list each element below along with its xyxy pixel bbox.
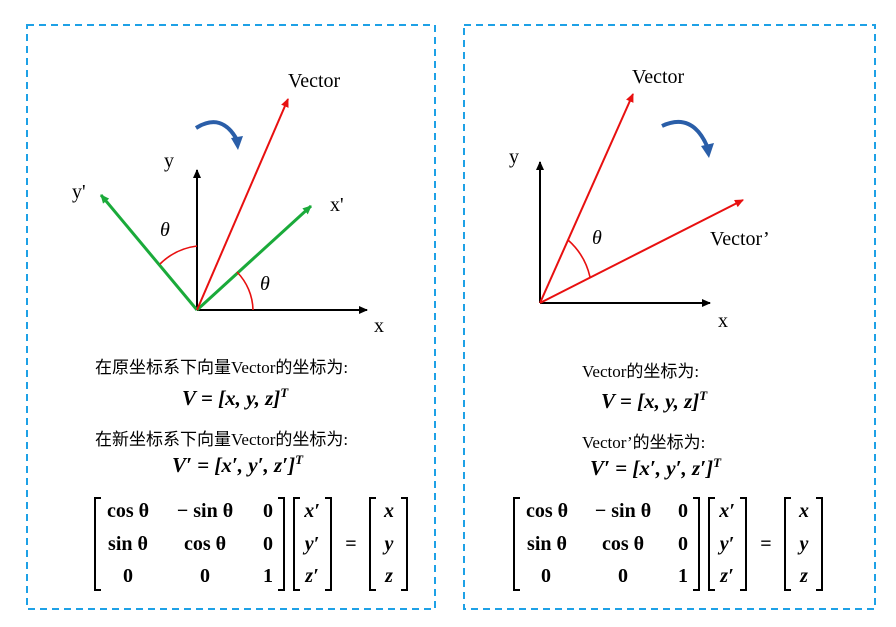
left-eq-original-sup: T (280, 385, 289, 400)
right-matrix-r1c1: cos θ (525, 500, 569, 522)
right-vector-prime-label: Vector’ (710, 228, 770, 250)
left-panel-border (26, 24, 436, 610)
right-vec-out-3: z (800, 565, 808, 587)
left-vector-arrow (196, 98, 289, 311)
left-matrix-r1c3: 0 (263, 500, 273, 522)
right-vec-out-1: x (799, 500, 809, 522)
left-eq-new-text: V′ = [x′, y′, z′] (172, 453, 296, 477)
left-eq-original-text: V = [x, y, z] (182, 386, 281, 410)
right-rotation-arrowhead-icon (701, 143, 714, 158)
left-caption-new: 在新坐标系下向量Vector的坐标为: (95, 430, 349, 449)
right-matrix-r3c3: 1 (678, 565, 688, 587)
left-x-prime-axis-label: x' (330, 194, 344, 216)
left-rotation-arrowhead-icon (231, 136, 243, 150)
left-theta-label-1: θ (160, 219, 170, 241)
right-vec-in-1: x′ (719, 500, 735, 522)
left-vec-out-2: y (384, 533, 394, 555)
right-matrix-r2c3: 0 (678, 533, 688, 555)
right-vec-in-2: y′ (719, 533, 735, 555)
left-rotation-arrow-icon (194, 120, 239, 142)
right-eq-vector-prime-text: V′ = [x′, y′, z′] (590, 456, 714, 480)
left-theta-label-2: θ (260, 273, 270, 295)
right-eq-vector-sup: T (699, 388, 708, 403)
right-caption-vector-prime: Vector’的坐标为: (582, 433, 706, 452)
right-vec-in-3: z′ (720, 565, 734, 587)
right-equals-sign: = (760, 533, 772, 555)
right-vector-arrow (539, 93, 634, 304)
right-matrix-brackets (513, 497, 823, 591)
left-angle-arc-top (159, 245, 198, 265)
left-vec-in-1: x′ (304, 500, 320, 522)
left-y-axis-label: y (164, 150, 174, 172)
right-matrix-r1c2: − sin θ (594, 500, 652, 522)
right-matrix-r1c3: 0 (678, 500, 688, 522)
right-eq-vector: V = [x, y, z]T (601, 388, 707, 414)
left-x-axis-label: x (374, 315, 384, 337)
right-angle-arc (567, 239, 591, 278)
left-matrix-r1c1: cos θ (106, 500, 150, 522)
right-caption-vector: Vector的坐标为: (582, 362, 700, 381)
left-vec-out-1: x (384, 500, 394, 522)
left-x-prime-axis (195, 204, 313, 312)
left-angle-arc-bottom (236, 271, 254, 311)
left-y-prime-axis-label: y' (72, 181, 86, 203)
right-vec-out-2: y (799, 533, 809, 555)
right-theta-label: θ (592, 227, 602, 249)
right-rotation-arrow-icon (661, 120, 709, 147)
right-panel-border (463, 24, 876, 610)
left-eq-original: V = [x, y, z]T (182, 385, 288, 411)
left-matrix-r3c3: 1 (263, 565, 273, 587)
left-equals-sign: = (345, 533, 357, 555)
right-eq-vector-prime: V′ = [x′, y′, z′]T (590, 455, 721, 481)
right-vector-prime-arrow (539, 199, 744, 304)
right-eq-vector-text: V = [x, y, z] (601, 389, 700, 413)
left-eq-new: V′ = [x′, y′, z′]T (172, 452, 303, 478)
left-y-prime-axis (99, 194, 199, 311)
right-x-axis-label: x (718, 310, 728, 332)
right-matrix-r3c1: 0 (541, 565, 551, 587)
right-matrix-r3c2: 0 (618, 565, 628, 587)
left-matrix-r3c2: 0 (200, 565, 210, 587)
left-caption-original: 在原坐标系下向量Vector的坐标为: (95, 358, 349, 377)
left-vec-in-2: y′ (304, 533, 320, 555)
left-eq-new-sup: T (295, 452, 304, 467)
left-matrix-r2c3: 0 (263, 533, 273, 555)
left-vector-label: Vector (288, 70, 341, 92)
left-vec-out-3: z (385, 565, 393, 587)
left-matrix-brackets (94, 497, 408, 591)
left-matrix-r3c1: 0 (123, 565, 133, 587)
left-vec-in-3: z′ (305, 565, 319, 587)
left-matrix-r2c1: sin θ (108, 533, 148, 555)
right-matrix-r2c2: cos θ (601, 533, 645, 555)
right-matrix-r2c1: sin θ (527, 533, 567, 555)
right-vector-label: Vector (632, 66, 685, 88)
left-matrix-r1c2: − sin θ (176, 500, 234, 522)
right-eq-vector-prime-sup: T (713, 455, 722, 470)
right-y-axis-label: y (509, 146, 519, 168)
left-matrix-r2c2: cos θ (183, 533, 227, 555)
